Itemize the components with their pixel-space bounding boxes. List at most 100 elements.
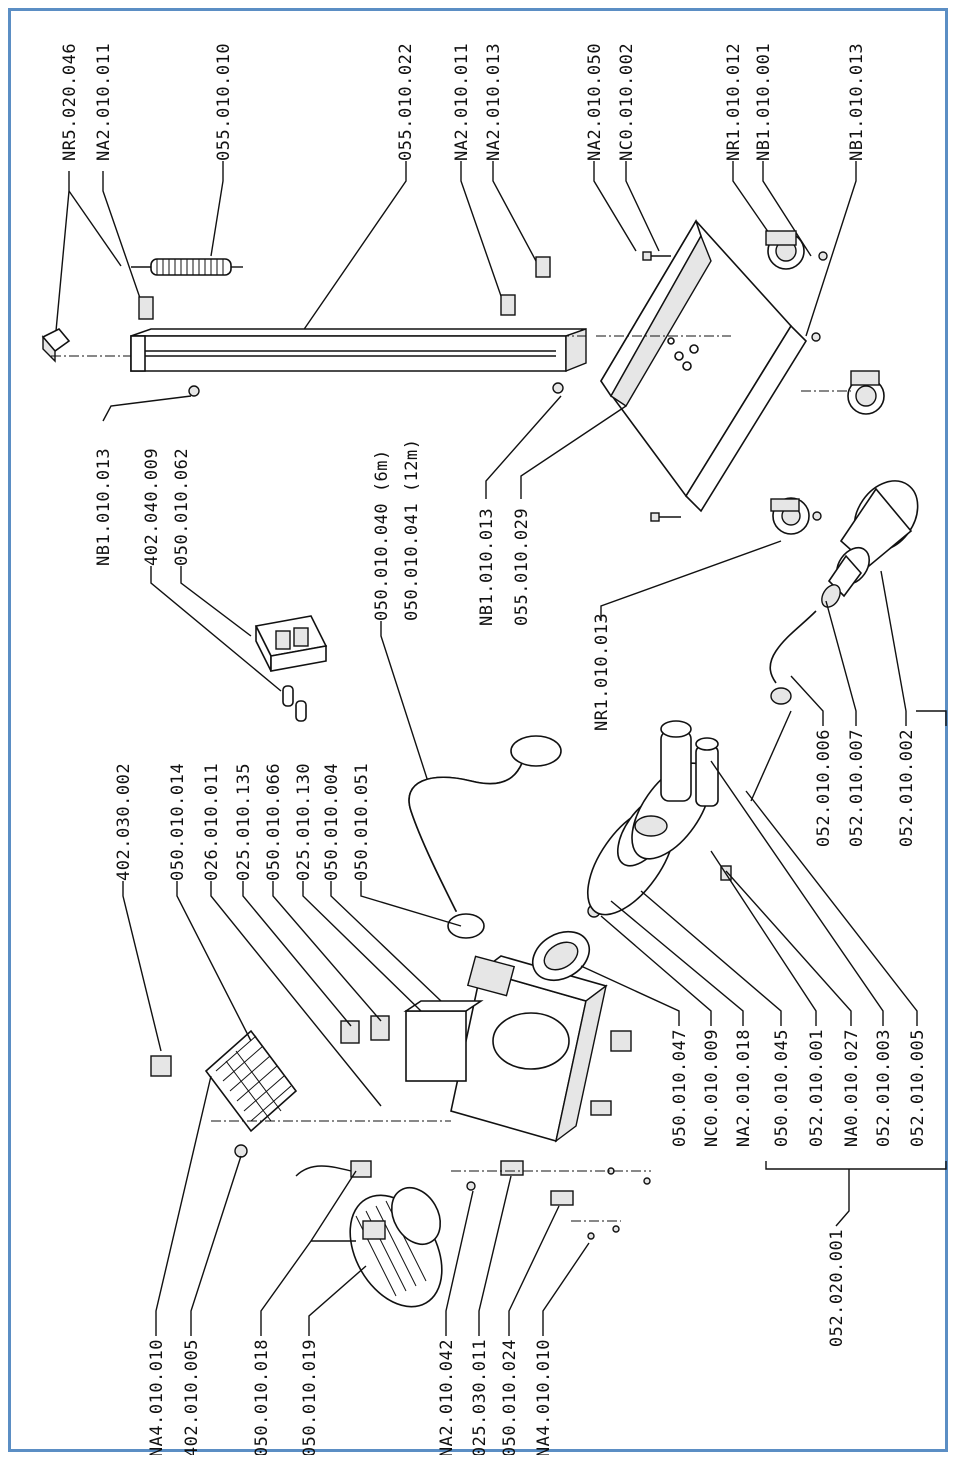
small-hose bbox=[769, 584, 841, 705]
middle-left-labels: NB1.010.013 402.040.009 050.010.062 bbox=[94, 448, 192, 566]
bottom-part-label: NA4.010.010 bbox=[534, 1339, 554, 1455]
power-plug bbox=[295, 1160, 372, 1178]
grille bbox=[204, 1029, 298, 1133]
impeller-leaders bbox=[580, 900, 744, 1026]
funnel-part-label: 052.010.006 bbox=[814, 729, 834, 847]
part-label-top: NR5.020.046 bbox=[60, 43, 80, 161]
spring bbox=[131, 258, 243, 276]
part-label-top: NB1.010.013 bbox=[847, 43, 867, 161]
leader-caster bbox=[600, 540, 782, 621]
leader-052-002 bbox=[880, 570, 907, 726]
leader-050-062 bbox=[180, 566, 252, 637]
fan-part-labels: 402.030.002 050.010.014 026.010.011 025.010… bbox=[114, 763, 372, 881]
bottom-leaders bbox=[155, 1075, 590, 1336]
fuses bbox=[282, 685, 307, 722]
part-label-top: NB1.010.001 bbox=[754, 43, 774, 161]
leader-402-040 bbox=[150, 566, 282, 692]
bottom-part-label: NA2.010.042 bbox=[437, 1339, 457, 1455]
mast-tube bbox=[130, 328, 587, 373]
group-leaders bbox=[640, 760, 947, 1227]
bottom-part-label: 050.010.018 bbox=[252, 1339, 272, 1455]
group-part-label: 052.010.001 bbox=[807, 1029, 827, 1147]
part-label-top: 055.010.010 bbox=[214, 43, 234, 161]
base-plate bbox=[541, 219, 808, 513]
fan-part-label: 050.010.014 bbox=[168, 763, 188, 881]
motor bbox=[349, 1186, 443, 1308]
part-label: 050.010.062 bbox=[172, 448, 192, 566]
part-label: NB1.010.013 bbox=[94, 448, 114, 566]
caster-label: NR1.010.013 bbox=[592, 613, 612, 731]
part-label-top: NC0.010.002 bbox=[617, 43, 637, 161]
bracket-funnel bbox=[916, 710, 947, 726]
fan-housing bbox=[403, 955, 608, 1143]
leader-055-029 bbox=[520, 405, 627, 499]
top-part-labels: NR5.020.046 NA2.010.011 055.010.010 055.010… bbox=[60, 43, 867, 161]
y-pipe bbox=[660, 720, 719, 807]
part-label-top: NA2.010.011 bbox=[452, 43, 472, 161]
big-hose bbox=[408, 735, 562, 939]
impeller-part-label: NC0.010.009 bbox=[702, 1029, 722, 1147]
leader-052-007 bbox=[825, 600, 857, 726]
feet-brackets bbox=[466, 1100, 651, 1240]
hose-labels: 050.010.040 (6m) 050.010.041 (12m) bbox=[372, 439, 422, 622]
caster-middle bbox=[847, 370, 885, 415]
fan-part-label: 025.010.130 bbox=[294, 763, 314, 881]
group-part-label: NA0.010.027 bbox=[842, 1029, 862, 1147]
leader-nb1-left bbox=[102, 395, 192, 422]
fan-part-label: 025.010.135 bbox=[234, 763, 254, 881]
part-label: NB1.010.013 bbox=[477, 508, 497, 626]
group-total-label: 052.020.001 bbox=[827, 1229, 847, 1347]
filter-panels bbox=[340, 1015, 632, 1052]
bottom-part-label: NA4.010.010 bbox=[147, 1339, 167, 1455]
leader-hose bbox=[380, 621, 432, 792]
hose-label: 050.010.040 (6m) bbox=[372, 449, 392, 621]
rod bbox=[750, 710, 792, 802]
diagram-frame: NR5.020.046 NA2.010.011 055.010.010 055.010… bbox=[8, 8, 948, 1455]
bolt-top-left bbox=[138, 296, 154, 320]
caster-part-label: NR1.010.013 bbox=[592, 613, 612, 731]
fan-leader-lines bbox=[122, 881, 462, 1107]
funnel-part-label: 052.010.002 bbox=[897, 729, 917, 847]
fan-part-label: 026.010.011 bbox=[202, 763, 222, 881]
switch-box bbox=[254, 615, 328, 672]
exploded-parts-diagram: NR5.020.046 NA2.010.011 055.010.010 055.010… bbox=[41, 43, 947, 1455]
bottom-part-label: 050.010.024 bbox=[500, 1339, 520, 1455]
group-part-label: 050.010.045 bbox=[772, 1029, 792, 1147]
screws-plate bbox=[642, 251, 822, 522]
fan-part-label: 050.010.066 bbox=[264, 763, 284, 881]
bottom-part-label: 025.030.011 bbox=[470, 1339, 490, 1455]
part-label-top: NR1.010.012 bbox=[724, 43, 744, 161]
group-total-part-label: 052.020.001 bbox=[827, 1229, 847, 1347]
impeller-labels: 050.010.047 NC0.010.009 NA2.010.018 bbox=[670, 1029, 754, 1147]
knob bbox=[234, 1144, 248, 1158]
switch-small bbox=[150, 1055, 172, 1077]
caster-bottom bbox=[770, 497, 810, 535]
group-part-label: 052.010.003 bbox=[874, 1029, 894, 1147]
caster-top bbox=[765, 230, 828, 270]
part-label-top: NA2.010.050 bbox=[585, 43, 605, 161]
bottom-part-labels: NA4.010.010 402.010.005 050.010.018 050.010… bbox=[147, 1339, 554, 1455]
fan-part-label: 050.010.051 bbox=[352, 763, 372, 881]
impeller-part-label: 050.010.047 bbox=[670, 1029, 690, 1147]
end-cap bbox=[41, 328, 71, 363]
part-label-top: NA2.010.013 bbox=[484, 43, 504, 161]
part-label: 402.040.009 bbox=[142, 448, 162, 566]
top-leader-lines bbox=[55, 161, 857, 342]
part-label-top: 055.010.022 bbox=[396, 43, 416, 161]
impeller bbox=[531, 930, 591, 982]
group-labels: 050.010.045 052.010.001 NA0.010.027 052.010… bbox=[772, 1029, 928, 1147]
funnel bbox=[827, 480, 919, 598]
bottom-part-label: 402.010.005 bbox=[182, 1339, 202, 1455]
bottom-part-label: 050.010.019 bbox=[300, 1339, 320, 1455]
middle-right-labels: NB1.010.013 055.010.029 bbox=[477, 508, 532, 626]
impeller-part-label: NA2.010.018 bbox=[734, 1029, 754, 1147]
leader-nb1-mid bbox=[485, 395, 562, 499]
group-part-label: 052.010.005 bbox=[908, 1029, 928, 1147]
bolts-top-right bbox=[188, 256, 564, 397]
leader-052-006 bbox=[790, 675, 824, 726]
part-label: 055.010.029 bbox=[512, 508, 532, 626]
part-label-top: NA2.010.011 bbox=[94, 43, 114, 161]
fan-part-label: 402.030.002 bbox=[114, 763, 134, 881]
hose-label: 050.010.041 (12m) bbox=[402, 439, 422, 622]
